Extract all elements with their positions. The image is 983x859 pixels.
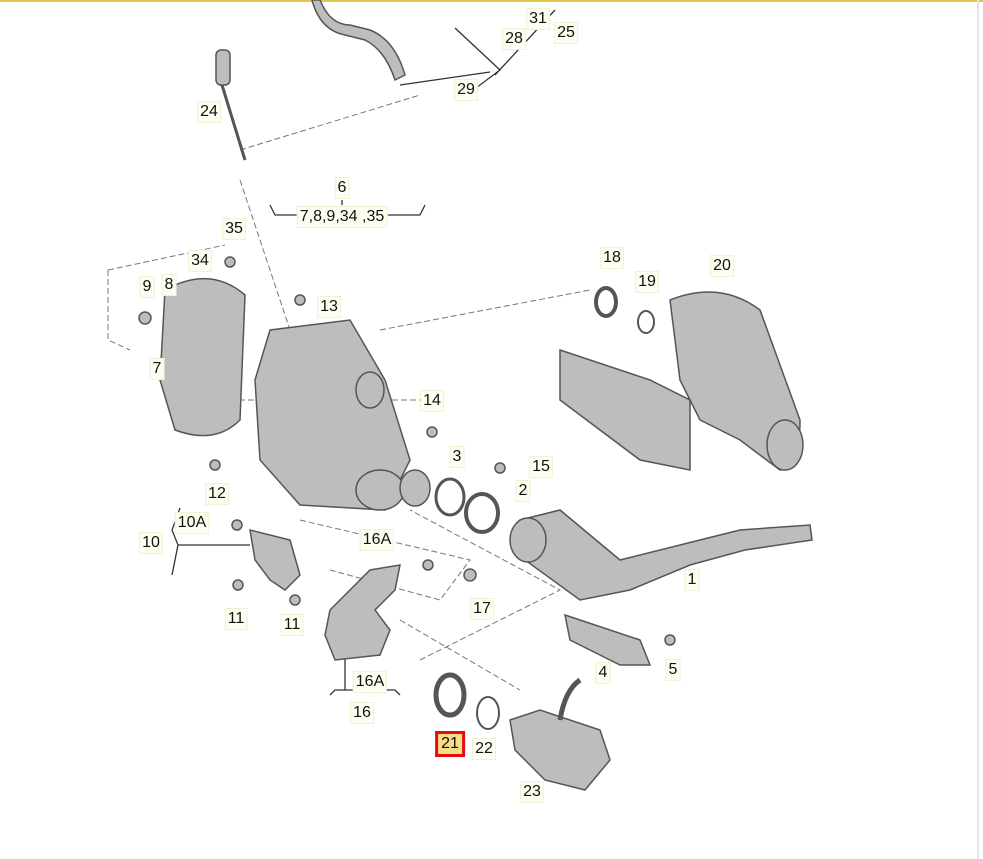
bracket-4-part xyxy=(564,613,652,666)
callout-15[interactable]: 15 xyxy=(529,456,553,478)
callout-7[interactable]: 7 xyxy=(149,358,165,380)
gasket-19 xyxy=(637,310,655,334)
sensor-part xyxy=(215,49,231,86)
callout-16[interactable]: 16 xyxy=(350,702,374,724)
callout-31[interactable]: 31 xyxy=(526,8,550,30)
clamp-21 xyxy=(433,672,467,718)
callout-18[interactable]: 18 xyxy=(600,247,624,269)
callout-28[interactable]: 28 xyxy=(502,28,526,50)
callout-10[interactable]: 10 xyxy=(139,532,163,554)
callout-29[interactable]: 29 xyxy=(454,79,478,101)
right-border xyxy=(977,0,979,859)
clamp-18 xyxy=(594,286,618,318)
hose-part xyxy=(311,0,406,82)
callout-6-group: 7,8,9,34 ,35 xyxy=(296,206,388,228)
callout-25[interactable]: 25 xyxy=(554,22,578,44)
callout-10a[interactable]: 10A xyxy=(174,512,210,534)
callout-11[interactable]: 11 xyxy=(280,614,304,636)
callout-17[interactable]: 17 xyxy=(470,598,494,620)
callout-5[interactable]: 5 xyxy=(665,659,681,681)
callout-13[interactable]: 13 xyxy=(317,296,341,318)
callout-1[interactable]: 1 xyxy=(684,569,700,591)
callout-23[interactable]: 23 xyxy=(520,781,544,803)
callout-6[interactable]: 6 xyxy=(334,177,350,199)
callout-3[interactable]: 3 xyxy=(449,446,465,468)
callout-24[interactable]: 24 xyxy=(197,101,221,123)
top-border xyxy=(0,0,983,2)
exhaust-pipe-part xyxy=(519,509,813,601)
callout-20[interactable]: 20 xyxy=(710,255,734,277)
callout-34[interactable]: 34 xyxy=(188,250,212,272)
callout-8[interactable]: 8 xyxy=(161,274,177,296)
callout-16a[interactable]: 16A xyxy=(352,671,388,693)
callout-21-selected[interactable]: 21 xyxy=(435,731,465,757)
callout-9[interactable]: 9 xyxy=(139,276,155,298)
heat-shield-part xyxy=(159,278,246,437)
callout-2[interactable]: 2 xyxy=(515,480,531,502)
callout-12[interactable]: 12 xyxy=(205,483,229,505)
callout-4[interactable]: 4 xyxy=(595,662,611,684)
turbocharger-part xyxy=(669,291,801,471)
callout-35[interactable]: 35 xyxy=(222,218,246,240)
callout-16a[interactable]: 16A xyxy=(359,529,395,551)
callout-22[interactable]: 22 xyxy=(472,738,496,760)
gasket-3 xyxy=(434,477,466,517)
bracket-10-part xyxy=(249,528,301,591)
bracket-16-part xyxy=(324,564,401,661)
callout-14[interactable]: 14 xyxy=(420,390,444,412)
flange-23-part xyxy=(509,709,611,791)
clamp-2 xyxy=(464,492,500,534)
callout-11[interactable]: 11 xyxy=(224,608,248,630)
exhaust-manifold-part xyxy=(559,348,691,471)
gasket-22 xyxy=(476,696,500,730)
callout-19[interactable]: 19 xyxy=(635,271,659,293)
